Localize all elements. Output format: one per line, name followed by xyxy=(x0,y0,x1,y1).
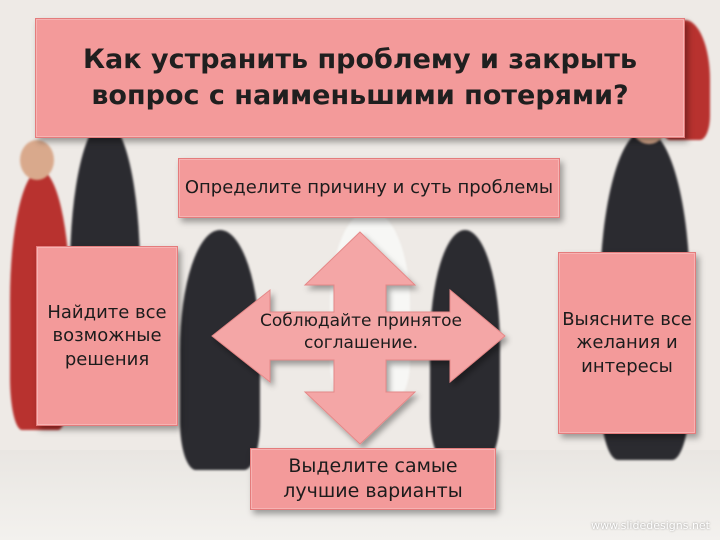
step-box-bottom: Выделите самые лучшие варианты xyxy=(250,448,496,510)
page-title: Как устранить проблему и закрыть вопрос … xyxy=(35,18,685,138)
watermark: www.slidedesigns.net xyxy=(591,519,710,532)
step-box-top: Определите причину и суть проблемы xyxy=(178,158,560,218)
step-box-right: Выясните все желания и интересы xyxy=(558,252,696,434)
step-box-left: Найдите все возможные решения xyxy=(36,246,178,426)
center-label: Соблюдайте принятое соглашение. xyxy=(260,311,462,354)
